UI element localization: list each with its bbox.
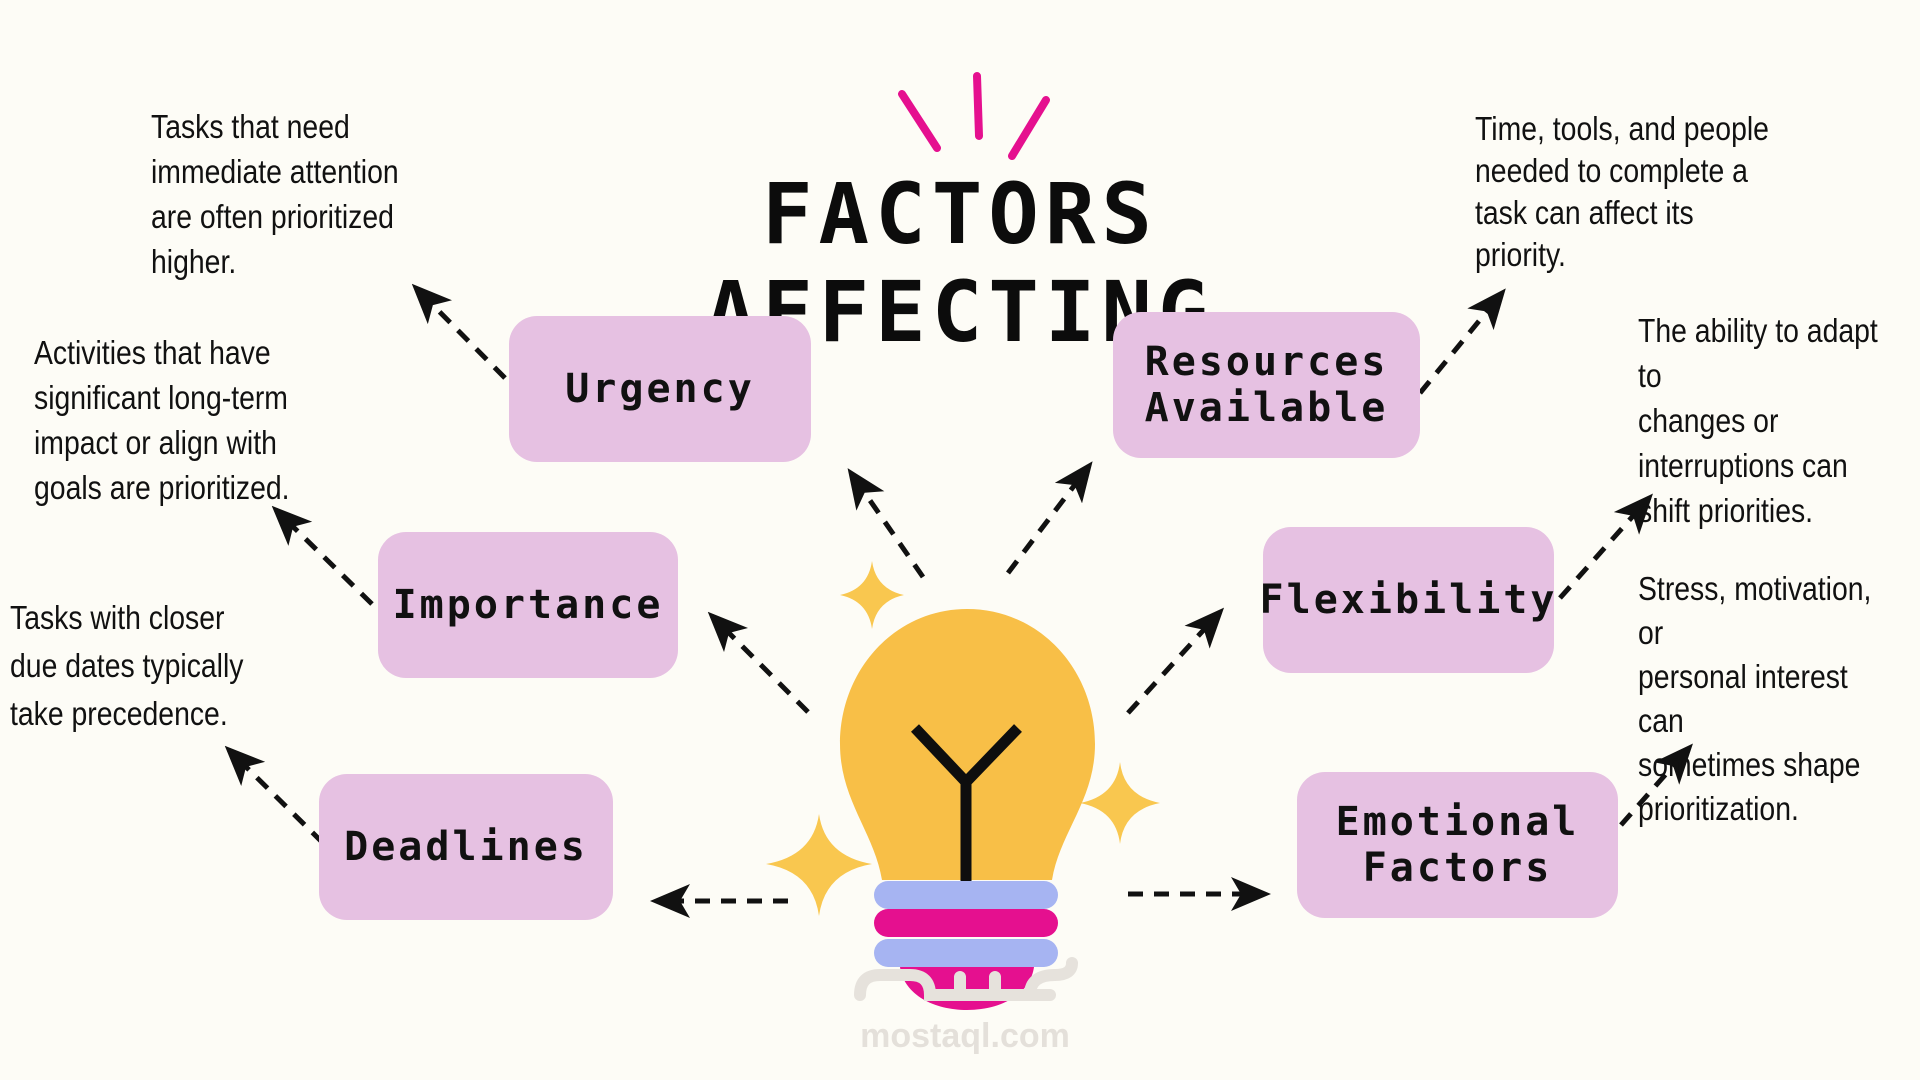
factor-box-deadlines: Deadlines — [319, 774, 613, 920]
note-line: immediate attention — [151, 153, 399, 190]
note-line: task can affect its — [1475, 194, 1694, 231]
factor-note-flexibility: The ability to adapt to changes or inter… — [1638, 308, 1881, 533]
factor-note-resources: Time, tools, and people needed to comple… — [1475, 108, 1769, 276]
factor-box-emotional: Emotional Factors — [1297, 772, 1618, 918]
note-line: Tasks that need — [151, 108, 350, 145]
note-line: The ability to adapt to — [1638, 312, 1878, 394]
factor-note-deadlines: Tasks with closer due dates typically ta… — [10, 594, 243, 738]
note-line: needed to complete a — [1475, 152, 1748, 189]
note-line: take precedence. — [10, 695, 228, 732]
note-line: personal interest can — [1638, 658, 1848, 739]
arrow-to-resources-note — [1418, 288, 1506, 395]
note-line: higher. — [151, 243, 237, 280]
note-line: Tasks with closer — [10, 599, 225, 636]
arrow-to-urgency-box — [847, 468, 926, 579]
arrow-to-resources-box — [1006, 461, 1093, 575]
note-line: due dates typically — [10, 647, 244, 684]
note-line: shift priorities. — [1638, 492, 1814, 529]
factor-box-flexibility: Flexibility — [1260, 527, 1554, 673]
arrow-to-flexibility-note — [1558, 493, 1653, 600]
factor-label-line: Factors — [1362, 845, 1553, 891]
note-line: sometimes shape — [1638, 746, 1861, 783]
arrow-to-urgency-note — [411, 283, 507, 380]
factor-note-urgency: Tasks that need immediate attention are … — [151, 104, 399, 284]
note-line: significant long-term — [34, 379, 288, 416]
factor-label-line: Emotional — [1335, 799, 1580, 845]
sparkle-icon — [766, 814, 872, 916]
arrow-to-importance-box — [707, 611, 810, 714]
arrow-to-deadlines-note — [224, 745, 325, 845]
factor-box-urgency: Urgency — [509, 316, 811, 462]
factor-box-resources: Resources Available — [1113, 312, 1420, 458]
note-line: interruptions can — [1638, 447, 1848, 484]
watermark-text: mostaql.com — [860, 1017, 1070, 1055]
sparkle-icon — [840, 561, 904, 629]
sparkle-icon — [1080, 762, 1160, 844]
factor-label-line: Resources — [1144, 339, 1389, 385]
arrow-to-emotional-note — [1619, 743, 1693, 827]
note-line: impact or align with — [34, 424, 277, 461]
note-line: goals are prioritized. — [34, 469, 290, 506]
note-line: Time, tools, and people — [1475, 110, 1769, 147]
note-line: prioritization. — [1638, 790, 1799, 827]
factor-box-importance: Importance — [378, 532, 678, 678]
lightbulb-icon — [840, 609, 1095, 1010]
note-line: priority. — [1475, 236, 1566, 273]
mostaql-arabic-logo — [854, 957, 1078, 1001]
factor-note-importance: Activities that have significant long-te… — [34, 330, 290, 510]
note-line: Stress, motivation, or — [1638, 570, 1872, 651]
arrow-to-importance-note — [271, 505, 374, 606]
note-line: changes or — [1638, 402, 1779, 439]
burst-lines-icon — [898, 72, 1050, 160]
note-line: Activities that have — [34, 334, 271, 371]
factor-note-emotional: Stress, motivation, or personal interest… — [1638, 567, 1881, 831]
factor-label-line: Available — [1144, 385, 1389, 431]
note-line: are often prioritized — [151, 198, 394, 235]
arrow-to-flexibility-box — [1126, 607, 1225, 715]
